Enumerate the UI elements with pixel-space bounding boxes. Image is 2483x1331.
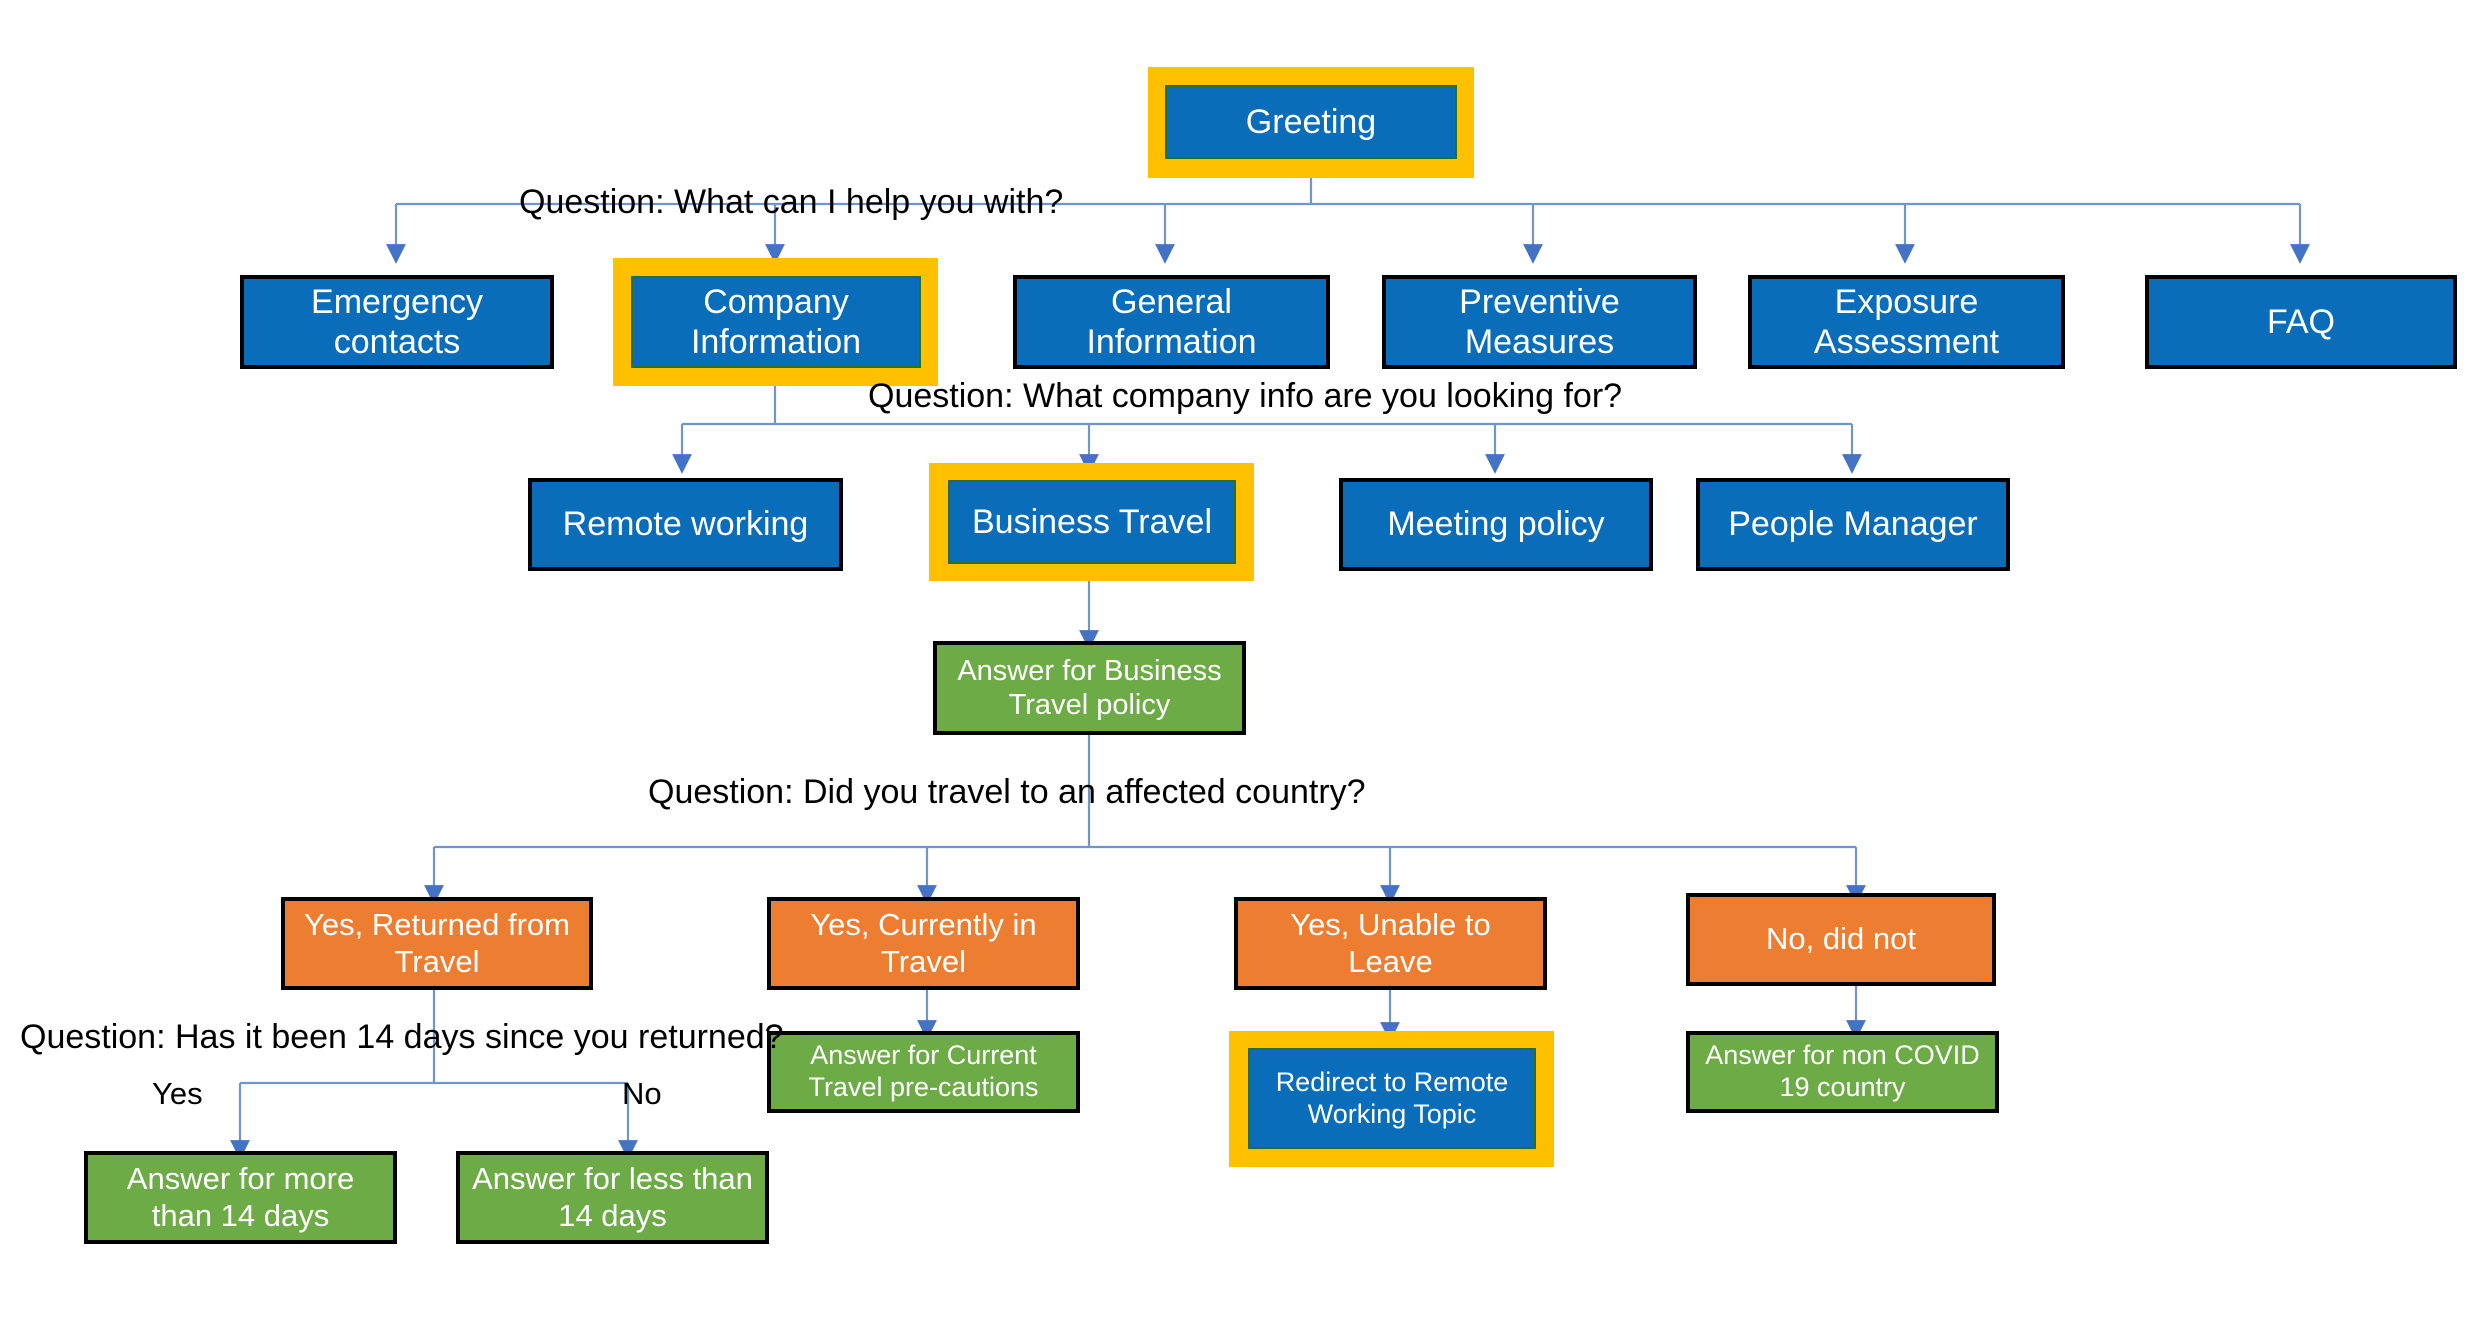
question-label-3: Question: Did you travel to an affected … (648, 773, 1366, 811)
node-answer-more-than-14-days[interactable]: Answer for more than 14 days (84, 1151, 397, 1244)
node-preventive-measures[interactable]: Preventive Measures (1382, 275, 1697, 369)
node-redirect-remote-working-topic[interactable]: Redirect to Remote Working Topic (1248, 1048, 1536, 1149)
node-meeting-policy[interactable]: Meeting policy (1339, 478, 1653, 571)
question-label-4: Question: Has it been 14 days since you … (20, 1018, 784, 1056)
node-answer-business-travel-policy[interactable]: Answer for Business Travel policy (933, 641, 1246, 735)
node-business-travel[interactable]: Business Travel (948, 480, 1236, 564)
node-answer-less-than-14-days[interactable]: Answer for less than 14 days (456, 1151, 769, 1244)
node-exposure-assessment[interactable]: Exposure Assessment (1748, 275, 2065, 369)
node-no-did-not[interactable]: No, did not (1686, 893, 1996, 986)
edge-label-yes: Yes (152, 1076, 203, 1111)
question-label-1: Question: What can I help you with? (519, 183, 1064, 221)
node-emergency-contacts[interactable]: Emergency contacts (240, 275, 554, 369)
edge-label-no: No (622, 1076, 662, 1111)
node-yes-unable-to-leave[interactable]: Yes, Unable to Leave (1234, 897, 1547, 990)
node-greeting[interactable]: Greeting (1165, 85, 1457, 159)
question-label-2: Question: What company info are you look… (868, 377, 1623, 415)
node-answer-current-travel-precautions[interactable]: Answer for Current Travel pre-cautions (767, 1031, 1080, 1113)
node-yes-currently-in-travel[interactable]: Yes, Currently in Travel (767, 897, 1080, 990)
node-faq[interactable]: FAQ (2145, 275, 2457, 369)
node-answer-non-covid-19-country[interactable]: Answer for non COVID 19 country (1686, 1031, 1999, 1113)
node-yes-returned-from-travel[interactable]: Yes, Returned from Travel (281, 897, 593, 990)
node-remote-working[interactable]: Remote working (528, 478, 843, 571)
node-people-manager[interactable]: People Manager (1696, 478, 2010, 571)
node-general-information[interactable]: General Information (1013, 275, 1330, 369)
node-company-information[interactable]: Company Information (631, 276, 921, 368)
